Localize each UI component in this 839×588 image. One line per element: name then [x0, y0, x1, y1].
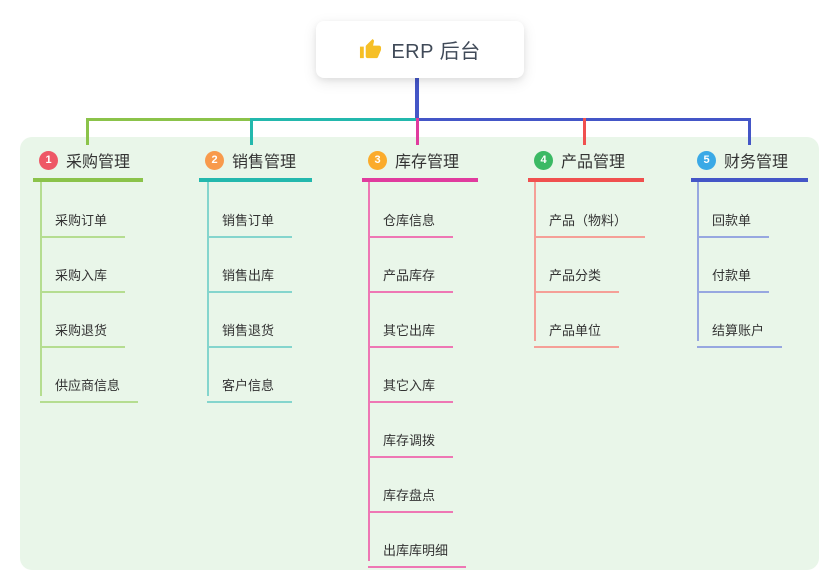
- node-sales-return[interactable]: 销售退货: [207, 312, 293, 348]
- branch-number-badge: 1: [39, 150, 58, 170]
- node-label: 付款单: [712, 268, 752, 283]
- node-label: 产品单位: [549, 323, 602, 338]
- node-label: 其它出库: [383, 323, 436, 338]
- node-label: 仓库信息: [383, 213, 436, 228]
- branches-panel: [20, 137, 819, 570]
- connector-stub-branch2: [250, 118, 253, 145]
- node-label: 客户信息: [222, 378, 275, 393]
- node-label: 库存调拨: [383, 433, 436, 448]
- node-label: 销售订单: [222, 213, 275, 228]
- branch-header-sales[interactable]: 2 销售管理: [199, 146, 312, 182]
- branch-number-badge: 4: [534, 150, 553, 170]
- node-label: 回款单: [712, 213, 752, 228]
- node-product-unit[interactable]: 产品单位: [534, 312, 620, 348]
- node-settlement-account[interactable]: 结算账户: [697, 312, 783, 348]
- node-sales-outbound[interactable]: 销售出库: [207, 257, 293, 293]
- node-stock-transfer[interactable]: 库存调拨: [368, 422, 454, 458]
- node-label: 产品库存: [383, 268, 436, 283]
- node-label: 采购订单: [55, 213, 108, 228]
- node-purchase-inbound[interactable]: 采购入库: [40, 257, 126, 293]
- node-payment-voucher[interactable]: 付款单: [697, 257, 770, 293]
- node-label: 出库库明细: [383, 543, 449, 558]
- connector-stub-branch5: [748, 118, 751, 145]
- connector-horizontal-branch1: [86, 118, 252, 121]
- branch-number-badge: 5: [697, 150, 716, 170]
- branch1-trunk-line: [40, 182, 42, 396]
- branch2-trunk-line: [207, 182, 209, 396]
- branch3-trunk-line: [368, 182, 370, 561]
- connector-root-drop: [415, 76, 419, 121]
- node-purchase-order[interactable]: 采购订单: [40, 202, 126, 238]
- branch-label: 库存管理: [395, 154, 460, 171]
- connector-stub-branch1: [86, 118, 89, 145]
- node-label: 库存盘点: [383, 488, 436, 503]
- branch-header-purchase[interactable]: 1 采购管理: [33, 146, 143, 182]
- node-label: 其它入库: [383, 378, 436, 393]
- thumbs-up-icon: [360, 38, 382, 59]
- branch-header-product[interactable]: 4 产品管理: [528, 146, 644, 182]
- node-outbound-detail[interactable]: 出库库明细: [368, 532, 467, 568]
- branch-label: 财务管理: [724, 154, 789, 171]
- branch-header-inventory[interactable]: 3 库存管理: [362, 146, 478, 182]
- node-stock-taking[interactable]: 库存盘点: [368, 477, 454, 513]
- node-sales-order[interactable]: 销售订单: [207, 202, 293, 238]
- node-receipt-voucher[interactable]: 回款单: [697, 202, 770, 238]
- node-label: 供应商信息: [55, 378, 121, 393]
- branch5-trunk-line: [697, 182, 699, 341]
- connector-stub-branch4: [583, 118, 586, 145]
- node-customer-info[interactable]: 客户信息: [207, 367, 293, 403]
- branch4-trunk-line: [534, 182, 536, 341]
- node-label: 采购入库: [55, 268, 108, 283]
- branch-label: 产品管理: [561, 154, 626, 171]
- node-label: 产品分类: [549, 268, 602, 283]
- root-node-label: ERP 后台: [391, 41, 481, 63]
- node-label: 产品（物料）: [549, 213, 628, 228]
- branch-label: 采购管理: [66, 154, 131, 171]
- node-product-stock[interactable]: 产品库存: [368, 257, 454, 293]
- node-warehouse-info[interactable]: 仓库信息: [368, 202, 454, 238]
- branch-number-badge: 2: [205, 150, 224, 170]
- node-label: 销售出库: [222, 268, 275, 283]
- connector-stub-branch3: [416, 118, 419, 145]
- node-label: 结算账户: [712, 323, 765, 338]
- node-product-category[interactable]: 产品分类: [534, 257, 620, 293]
- node-other-outbound[interactable]: 其它出库: [368, 312, 454, 348]
- node-supplier-info[interactable]: 供应商信息: [40, 367, 139, 403]
- connector-horizontal-branch2: [250, 118, 418, 121]
- node-other-inbound[interactable]: 其它入库: [368, 367, 454, 403]
- root-node-erp[interactable]: ERP 后台: [316, 21, 524, 78]
- node-label: 采购退货: [55, 323, 108, 338]
- node-purchase-return[interactable]: 采购退货: [40, 312, 126, 348]
- branch-number-badge: 3: [368, 150, 387, 170]
- node-product-material[interactable]: 产品（物料）: [534, 202, 646, 238]
- branch-header-finance[interactable]: 5 财务管理: [691, 146, 808, 182]
- node-label: 销售退货: [222, 323, 275, 338]
- branch-label: 销售管理: [232, 154, 297, 171]
